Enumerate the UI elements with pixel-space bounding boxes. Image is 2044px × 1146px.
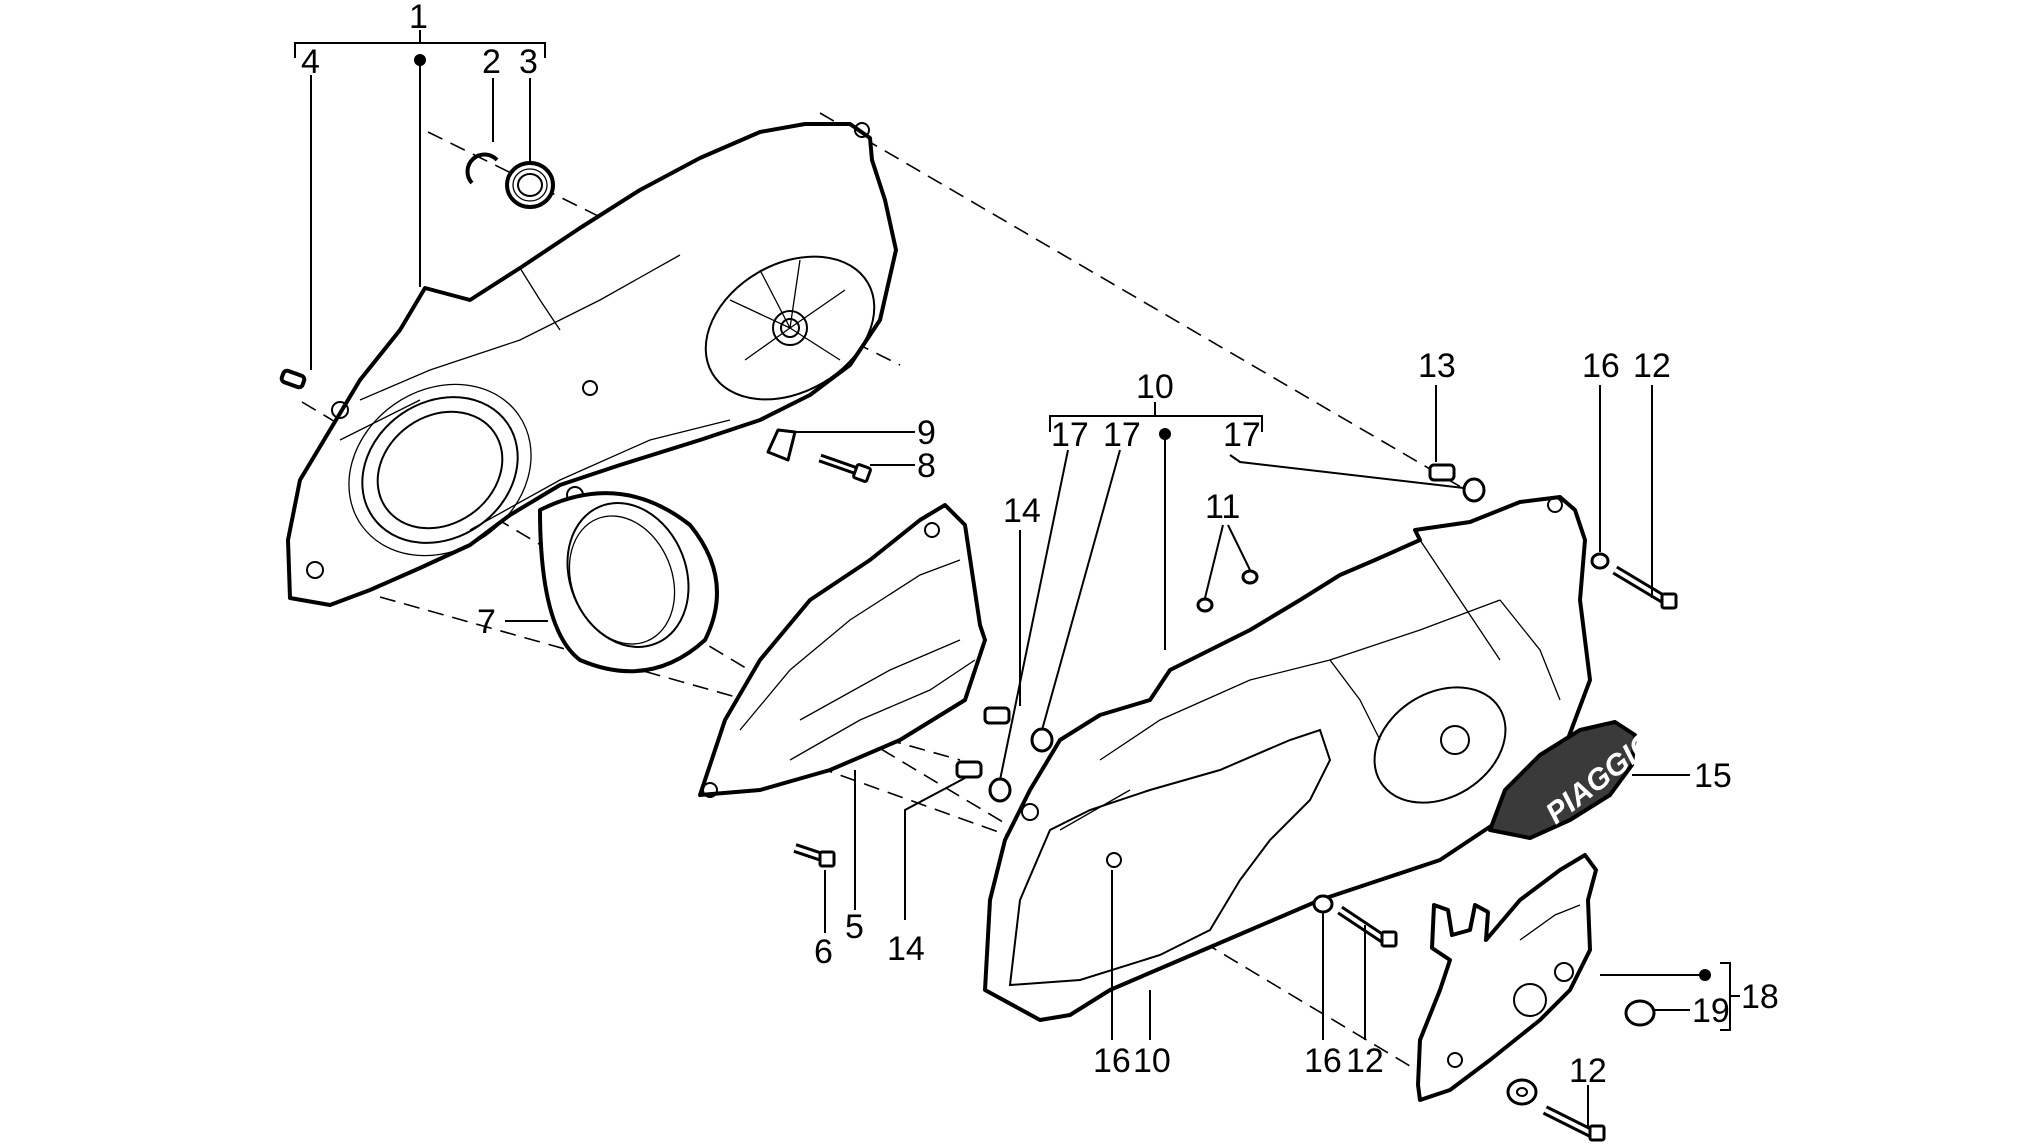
washer-16a: [1590, 552, 1610, 570]
bolt-6: [793, 843, 836, 868]
clip-plate: [766, 428, 797, 462]
circlip: [465, 152, 499, 185]
bolt-8: [818, 453, 872, 483]
callout-17-c: 17: [1223, 416, 1261, 454]
washer-12c: [1506, 1078, 1538, 1106]
dowel-pin-14a: [983, 706, 1011, 725]
rubber-washer: [1624, 999, 1656, 1027]
callout-12-top: 12: [1633, 347, 1671, 385]
callout-17-b: 17: [1103, 416, 1141, 454]
callout-7: 7: [477, 603, 496, 641]
cover-panel: [698, 503, 987, 798]
callout-19: 19: [1692, 992, 1730, 1030]
washer-11b: [1241, 569, 1259, 585]
bolt-12a: [1612, 565, 1678, 610]
callout-13: 13: [1418, 347, 1456, 385]
bearing: [505, 161, 555, 209]
callout-10-upper: 10: [1136, 368, 1174, 406]
dowel-pin-13: [1428, 463, 1456, 482]
callout-10-bottom: 10: [1133, 1042, 1171, 1080]
mounting-bracket: [1416, 853, 1598, 1102]
callout-11: 11: [1205, 488, 1240, 526]
callout-14-lower: 14: [887, 930, 925, 968]
plug-17b: [988, 777, 1012, 803]
callout-17-a: 17: [1051, 416, 1089, 454]
leader-lines: [294, 30, 1740, 1126]
bolt-12b: [1337, 905, 1398, 948]
callout-12-bottom: 12: [1346, 1042, 1384, 1080]
callout-15: 15: [1694, 757, 1732, 795]
callout-18: 18: [1741, 978, 1779, 1016]
callout-12-bottom-right: 12: [1569, 1052, 1607, 1090]
callout-4: 4: [301, 43, 320, 81]
callout-9: 9: [917, 414, 936, 452]
inner-transmission-cover: [286, 122, 898, 607]
dowel-pin: [279, 368, 307, 390]
callout-16-bottom-left: 16: [1093, 1042, 1131, 1080]
plug-17a: [1030, 727, 1054, 753]
washer-16b: [1312, 894, 1334, 914]
callout-16-top: 16: [1582, 347, 1620, 385]
filter-ring: [538, 491, 719, 674]
callout-6: 6: [814, 933, 833, 971]
callout-5: 5: [845, 908, 864, 946]
outer-transmission-cover: [983, 495, 1592, 1022]
plug-17c: [1462, 477, 1486, 503]
callout-1: 1: [409, 0, 428, 36]
bolt-12c: [1542, 1105, 1606, 1142]
callout-labels: 1 4 2 3 9 8 7 6 5 14 14 10 17 17 17 11 1…: [301, 0, 1779, 1090]
washer-11a: [1196, 597, 1214, 613]
callout-16-bottom: 16: [1304, 1042, 1342, 1080]
callout-14-upper: 14: [1003, 492, 1041, 530]
callout-3: 3: [519, 43, 538, 81]
callout-8: 8: [917, 447, 936, 485]
callout-2: 2: [482, 43, 501, 81]
dowel-pin-14b: [955, 760, 983, 779]
